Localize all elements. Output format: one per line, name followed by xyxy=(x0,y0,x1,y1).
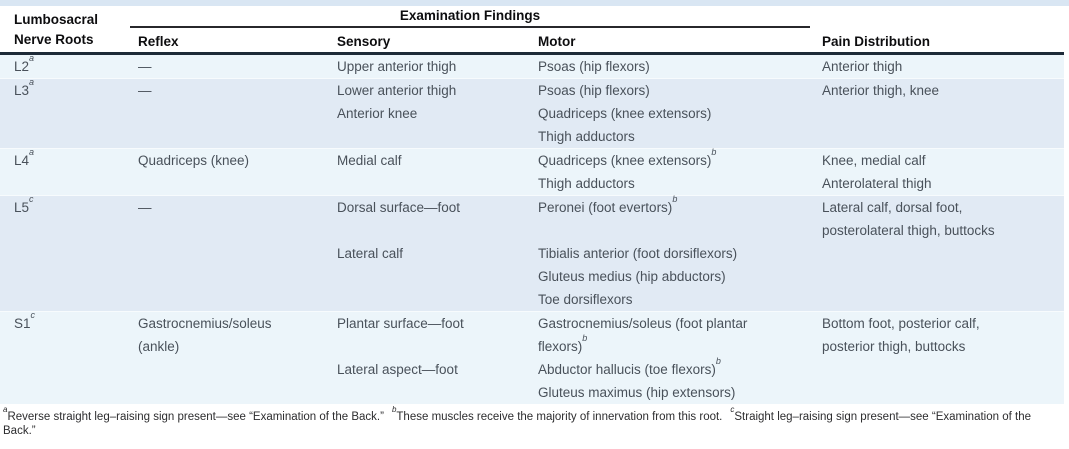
pain-cell xyxy=(808,125,1064,148)
table-header: Lumbosacral Nerve Roots Examination Find… xyxy=(0,6,1064,52)
sensory-cell xyxy=(323,125,524,148)
nerve-root-cell: L2a xyxy=(14,53,35,74)
table-row: L3a — Lower anterior thigh Psoas (hip flexo… xyxy=(0,78,1064,148)
nerve-root-cell: L4a xyxy=(14,147,35,168)
nerve-root-cell xyxy=(0,125,124,148)
nerve-root-cell xyxy=(0,242,124,265)
reflex-cell: Quadriceps (knee) xyxy=(138,153,250,168)
motor-cell: Toe dorsiflexors xyxy=(538,292,633,307)
footnote: bThese muscles receive the majority of i… xyxy=(391,405,723,423)
sensory-cell: Anterior knee xyxy=(337,106,418,121)
sensory-cell: Medial calf xyxy=(337,153,402,168)
nerve-root-cell xyxy=(0,265,124,288)
pain-cell: Anterior thigh, knee xyxy=(822,83,940,98)
pain-cell xyxy=(808,358,1064,381)
sensory-cell: Upper anterior thigh xyxy=(337,59,457,74)
motor-cell: Thigh adductors xyxy=(538,129,635,144)
nerve-root-cell xyxy=(0,358,124,381)
nerve-roots-column-header: Lumbosacral Nerve Roots xyxy=(14,10,98,50)
examination-findings-group-header: Examination Findings xyxy=(130,8,810,28)
table-row: L2a — Upper anterior thigh Psoas (hip flexo… xyxy=(0,53,1064,78)
reflex-cell xyxy=(124,242,323,265)
nerve-root-cell xyxy=(0,102,124,125)
pain-cell: Lateral calf, dorsal foot,posterolateral… xyxy=(822,200,995,238)
reflex-cell: — xyxy=(138,200,152,215)
sensory-cell: Lateral aspect—foot xyxy=(337,362,458,377)
pain-cell: Bottom foot, posterior calf,posterior th… xyxy=(822,316,980,354)
table-row: L4a Quadriceps (knee) Medial calf Quadricep… xyxy=(0,148,1064,195)
nerve-root-cell xyxy=(0,381,124,404)
sensory-cell xyxy=(323,265,524,288)
pain-cell: Anterior thigh xyxy=(822,59,903,74)
nerve-root-cell: S1c xyxy=(14,310,36,331)
pain-cell xyxy=(808,381,1064,404)
table-row: S1c Gastrocnemius/soleus(ankle) Plantar su… xyxy=(0,311,1064,404)
sensory-cell: Plantar surface—foot xyxy=(337,316,464,331)
motor-cell: Gluteus medius (hip abductors) xyxy=(538,269,726,284)
sensory-cell xyxy=(323,288,524,311)
top-strip xyxy=(0,0,1069,6)
motor-cell: Psoas (hip flexors) xyxy=(538,59,650,74)
footnote: aReverse straight leg–raising sign prese… xyxy=(3,405,384,423)
sensory-cell: Lateral calf xyxy=(337,246,404,261)
nerve-root-cell xyxy=(0,172,124,195)
motor-cell: Tibialis anterior (foot dorsiflexors) xyxy=(538,246,738,261)
column-header-reflex: Reflex xyxy=(138,34,179,49)
pain-cell xyxy=(808,102,1064,125)
footnote: cStraight leg–raising sign present—see “… xyxy=(3,405,1031,437)
sensory-cell xyxy=(323,381,524,404)
sensory-cell: Dorsal surface—foot xyxy=(337,200,461,215)
reflex-cell xyxy=(124,288,323,311)
header-rule xyxy=(0,52,1064,55)
table-row: L5c — Dorsal surface—foot Peronei (foot eve… xyxy=(0,195,1064,311)
motor-cell: Psoas (hip flexors) xyxy=(538,83,650,98)
footnotes: aReverse straight leg–raising sign prese… xyxy=(0,404,1063,438)
reflex-cell xyxy=(124,381,323,404)
reflex-cell xyxy=(124,172,323,195)
reflex-cell: — xyxy=(138,83,152,98)
sensory-cell xyxy=(323,172,524,195)
reflex-cell xyxy=(124,125,323,148)
motor-cell: Peronei (foot evertors)b xyxy=(538,194,678,215)
motor-cell: Thigh adductors xyxy=(538,176,635,191)
examination-findings-table: Lumbosacral Nerve Roots Examination Find… xyxy=(0,6,1064,438)
reflex-cell xyxy=(124,265,323,288)
pain-cell: Knee, medial calf xyxy=(822,153,926,168)
nerve-root-cell: L3a xyxy=(14,77,35,98)
nerve-root-cell: L5c xyxy=(14,194,34,215)
reflex-cell: Gastrocnemius/soleus(ankle) xyxy=(138,316,272,354)
nerve-root-cell xyxy=(0,288,124,311)
column-header-pain-distribution: Pain Distribution xyxy=(822,34,930,49)
nerve-roots-header-line1: Lumbosacral xyxy=(14,12,99,27)
motor-cell: Abductor hallucis (toe flexors)b xyxy=(538,356,721,377)
pain-cell xyxy=(808,242,1064,265)
reflex-cell xyxy=(124,102,323,125)
sensory-cell: Lower anterior thigh xyxy=(337,83,457,98)
pain-cell xyxy=(808,288,1064,311)
pain-cell xyxy=(808,265,1064,288)
reflex-cell xyxy=(124,358,323,381)
pain-cell: Anterolateral thigh xyxy=(822,176,932,191)
reflex-cell: — xyxy=(138,59,152,74)
motor-cell: Quadriceps (knee extensors) xyxy=(538,106,712,121)
column-header-sensory: Sensory xyxy=(337,34,391,49)
motor-cell: Quadriceps (knee extensors)b xyxy=(538,147,717,168)
column-header-motor: Motor xyxy=(538,34,576,49)
motor-cell: Gluteus maximus (hip extensors) xyxy=(538,385,736,400)
nerve-roots-header-line2: Nerve Roots xyxy=(14,32,94,47)
